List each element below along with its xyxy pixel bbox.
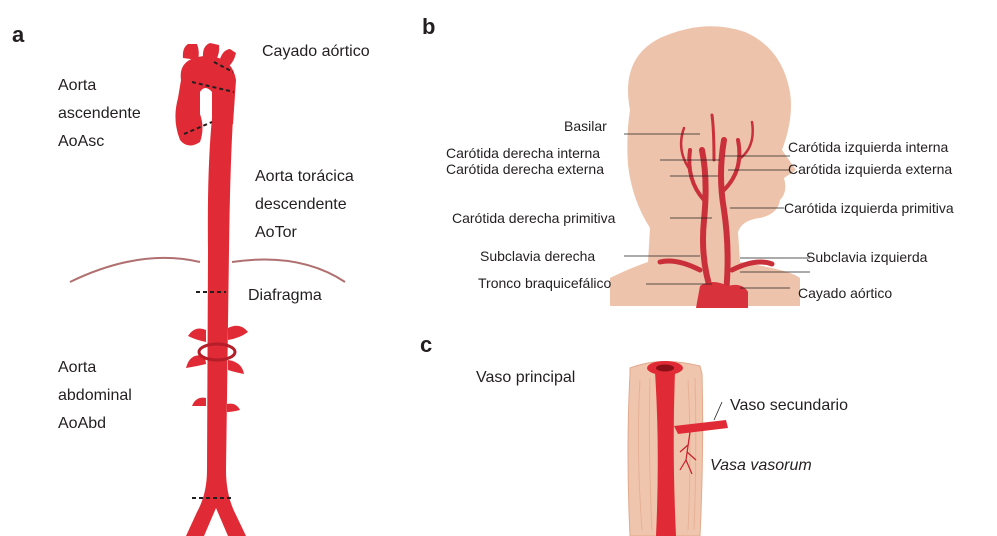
main-vessel-band [655,372,676,536]
panel-letter-c: c [420,334,432,356]
label-vaso-principal: Vaso principal [476,368,575,387]
label-vasa-vasorum: Vasa vasorum [710,456,812,475]
leader-vaso-secundario [714,402,722,420]
label-vaso-secundario: Vaso secundario [730,396,848,415]
